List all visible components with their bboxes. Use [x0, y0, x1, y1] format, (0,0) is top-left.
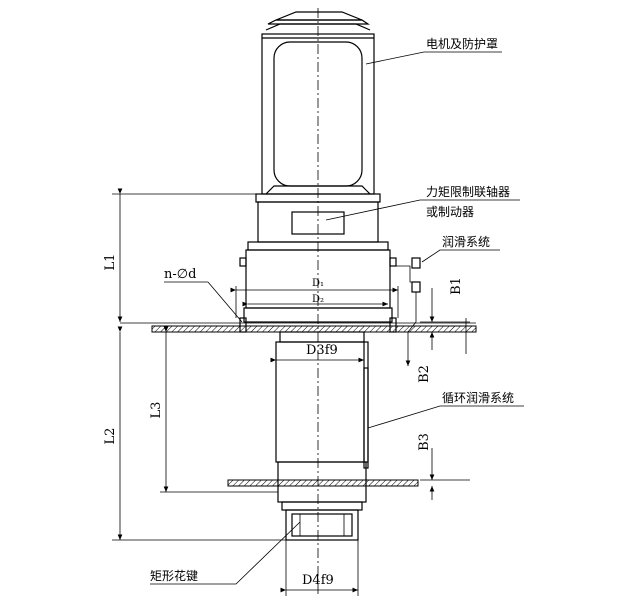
dim-l1: [112, 188, 256, 322]
spline-end: [285, 509, 359, 541]
dim-b1: [420, 288, 470, 354]
lower-plate: [227, 479, 419, 487]
dim-bolt-label: n-∅d: [164, 267, 196, 282]
callout-circulation: 循环润滑系统: [442, 391, 514, 405]
bearing-housing: [239, 249, 397, 323]
dim-b2-label: B2: [417, 365, 432, 383]
dim-l3: [160, 326, 278, 493]
dim-d3-label: D3f9: [306, 343, 338, 358]
lube-fitting: [392, 257, 421, 333]
callout-coupling-line2: 或制动器: [426, 205, 474, 219]
dim-l3-label: L3: [149, 402, 164, 419]
dim-d4-label: D4f9: [302, 573, 334, 588]
callout-spline: 矩形花键: [150, 568, 198, 583]
dim-b1-label: B1: [449, 277, 464, 295]
callout-lubrication: 润滑系统: [442, 235, 490, 249]
callout-coupling-line1: 力矩限制联轴器: [426, 184, 510, 199]
dim-l1-label: L1: [103, 254, 118, 271]
dim-b3: [420, 448, 470, 500]
dim-bolt-leader: [164, 281, 243, 323]
callout-motor: 电机及防护罩: [426, 36, 498, 51]
dim-l2: [112, 326, 286, 541]
bolt-holes: [239, 317, 397, 333]
motor-cap: [265, 11, 371, 31]
dim-d1: [230, 286, 399, 318]
dim-d4: [280, 540, 359, 596]
dim-l2-label: L2: [103, 428, 118, 445]
callout-leaders: [150, 51, 524, 585]
dim-d1-label: D₁: [312, 278, 324, 289]
dim-d2-label: D₂: [312, 294, 324, 305]
dim-b3-label: B3: [417, 433, 432, 451]
mounting-flange: [151, 325, 477, 333]
